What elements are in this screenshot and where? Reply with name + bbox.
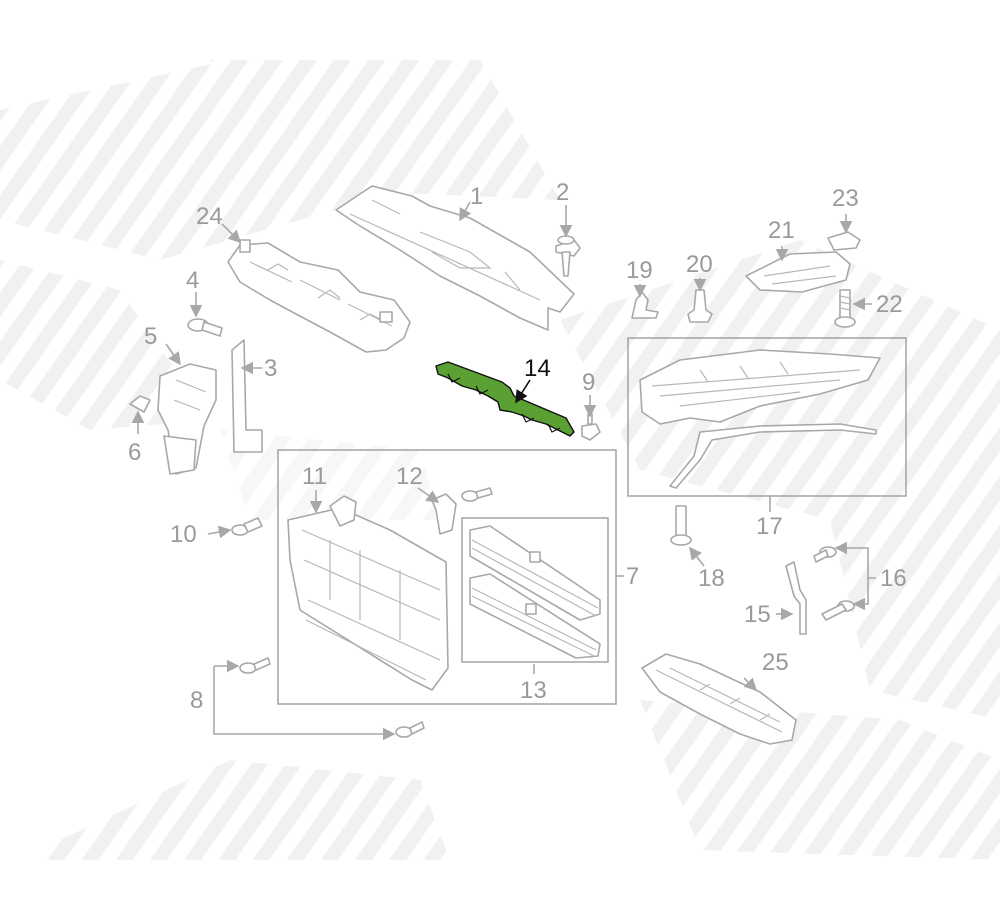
part-23-clip[interactable]: [827, 231, 861, 251]
callout-21[interactable]: 21: [768, 217, 795, 244]
part-14-seal-highlighted[interactable]: [435, 361, 575, 437]
callout-24[interactable]: 24: [196, 203, 223, 230]
part-9-clip[interactable]: [581, 413, 601, 441]
part-5-bracket[interactable]: [157, 363, 217, 475]
part-4-bolt[interactable]: [187, 318, 223, 337]
callout-10[interactable]: 10: [170, 521, 197, 548]
part-17-shield[interactable]: [639, 349, 881, 489]
callout-7[interactable]: 7: [626, 563, 639, 590]
group-13-frame: [461, 517, 609, 663]
part-25-lower-shield[interactable]: [641, 653, 797, 745]
part-24-bracket[interactable]: [227, 239, 411, 353]
callout-2[interactable]: 2: [556, 179, 569, 206]
callout-17[interactable]: 17: [756, 513, 783, 540]
callout-1[interactable]: 1: [470, 183, 483, 210]
callout-5[interactable]: 5: [144, 323, 157, 350]
callout-15[interactable]: 15: [744, 601, 771, 628]
part-16-screw-top[interactable]: [813, 546, 837, 563]
part-12-clip[interactable]: [431, 493, 457, 535]
group-7-frame: [277, 449, 617, 705]
callout-labels: 1 2 3 4 5 6 7 8 9 10 11 12 13 14 15 16 1…: [128, 179, 907, 714]
part-16-screw-bottom[interactable]: [821, 600, 855, 621]
callout-4[interactable]: 4: [186, 267, 199, 294]
part-20-pin[interactable]: [687, 289, 713, 323]
part-12-screw[interactable]: [461, 487, 493, 502]
part-1-upper-cover[interactable]: [335, 185, 575, 331]
callout-3[interactable]: 3: [264, 355, 277, 382]
part-8-screw-bottom[interactable]: [395, 721, 425, 738]
callout-8[interactable]: 8: [190, 687, 203, 714]
callout-11[interactable]: 11: [302, 463, 327, 490]
part-22-bolt[interactable]: [834, 289, 856, 328]
part-6-clip[interactable]: [129, 395, 151, 413]
callout-23[interactable]: 23: [832, 185, 859, 212]
callout-25[interactable]: 25: [762, 649, 789, 676]
callout-14[interactable]: 14: [524, 355, 551, 382]
part-2-clip[interactable]: [555, 235, 581, 277]
callout-22[interactable]: 22: [876, 291, 903, 318]
part-8-screw-top[interactable]: [239, 657, 271, 674]
callout-12[interactable]: 12: [396, 463, 423, 490]
leader-lines: [131, 201, 876, 741]
callout-6[interactable]: 6: [128, 439, 141, 466]
part-13-shutter[interactable]: [469, 525, 601, 659]
part-15-rod[interactable]: [785, 561, 807, 635]
callout-20[interactable]: 20: [686, 251, 713, 278]
part-10-fastener[interactable]: [231, 517, 263, 536]
part-3-panel[interactable]: [231, 339, 263, 453]
callout-19[interactable]: 19: [626, 257, 653, 284]
callout-18[interactable]: 18: [698, 565, 725, 592]
group-17-frame: [627, 337, 907, 497]
callout-9[interactable]: 9: [582, 369, 595, 396]
watermark: [0, 60, 1000, 860]
part-21-bracket[interactable]: [745, 251, 851, 293]
part-11-grille-frame[interactable]: [287, 495, 449, 691]
callout-16[interactable]: 16: [880, 565, 907, 592]
part-18-bolt[interactable]: [670, 505, 692, 546]
callout-13[interactable]: 13: [520, 677, 547, 704]
